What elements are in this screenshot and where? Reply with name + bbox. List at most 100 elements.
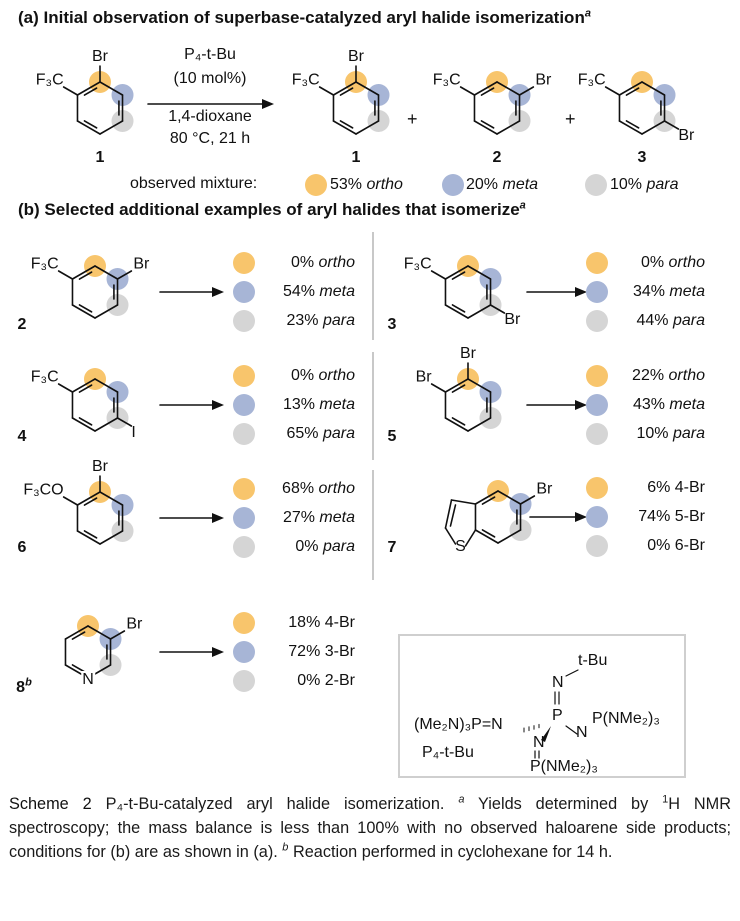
para-legend-dot	[233, 536, 255, 558]
para-legend-dot	[586, 423, 608, 445]
para-legend-dot	[233, 423, 255, 445]
substituent-label: F₃C	[291, 71, 320, 89]
ring-bond	[444, 304, 469, 319]
ring-bond	[94, 265, 119, 280]
footnote-mark: a	[519, 199, 526, 212]
ring-bond	[76, 530, 101, 545]
atom-p-center: P	[552, 707, 563, 724]
section-a-title: (a) Initial observation of superbase-cat…	[18, 8, 591, 28]
catalyst-name: P₄-t-Bu	[422, 744, 474, 761]
substituent-bond	[62, 86, 79, 96]
percent: 18%	[288, 614, 321, 631]
percent: 34%	[632, 283, 665, 300]
double-bond	[451, 271, 466, 280]
ring-bond	[94, 417, 119, 432]
caption-text: Yields determined by	[464, 795, 663, 813]
caption-label: Scheme 2	[9, 795, 92, 813]
ring-bond	[355, 81, 380, 96]
arrowhead	[212, 513, 224, 523]
ring-bond	[332, 81, 357, 96]
double-bond	[480, 120, 495, 129]
substituent-bond	[318, 86, 335, 96]
ortho-legend-dot	[586, 252, 608, 274]
ring-bond	[473, 81, 498, 96]
ring-bond	[64, 625, 89, 640]
double-bond	[83, 497, 98, 506]
substituent-bond	[519, 495, 536, 505]
compound-number: 4	[18, 428, 27, 446]
compound-number: 2	[18, 316, 27, 334]
para-legend-dot	[586, 310, 608, 332]
isomer: 4-Br	[324, 614, 355, 631]
arrowhead	[212, 647, 224, 657]
arrowhead	[262, 99, 274, 109]
isomer: meta	[502, 176, 539, 193]
isomer: ortho	[668, 254, 705, 271]
substituent-label: Br	[535, 71, 552, 89]
arrowhead	[575, 287, 587, 297]
plus-sign: +	[565, 109, 576, 129]
divider	[372, 352, 374, 460]
percent: 72%	[288, 643, 321, 660]
ring-bond	[467, 378, 492, 393]
meta-legend-dot	[586, 281, 608, 303]
ortho-legend-dot	[233, 612, 255, 634]
right-arm: P(NMe₂)₃	[592, 710, 660, 727]
ortho-legend-dot	[305, 174, 327, 196]
ring-bond	[444, 378, 469, 393]
ortho-legend-dot	[233, 478, 255, 500]
isomer: meta	[319, 396, 355, 413]
meta-legend-dot	[586, 394, 608, 416]
substituent-bond	[109, 630, 126, 640]
result-value: 0% para	[295, 538, 355, 556]
ortho-legend-dot	[586, 477, 608, 499]
ring-bond	[474, 490, 499, 505]
isomer: ortho	[318, 480, 355, 497]
ortho-legend-dot	[233, 252, 255, 274]
thiophene-bond	[444, 527, 457, 545]
result-value: 10% para	[636, 425, 705, 443]
ortho-legend-dot	[586, 365, 608, 387]
double-bond	[451, 384, 466, 393]
ring-bond	[94, 304, 119, 319]
double-bond	[78, 271, 93, 280]
section-a-title-text: (a) Initial observation of superbase-cat…	[18, 8, 585, 27]
substituent-bond	[459, 86, 476, 96]
thiophene-bond	[464, 529, 477, 547]
atom-n-top: N	[552, 674, 564, 691]
percent: 0%	[295, 538, 319, 555]
substituent-bond	[57, 270, 74, 280]
footnote-mark: a	[584, 7, 591, 20]
double-bond	[78, 304, 93, 313]
percent: 74%	[638, 508, 671, 525]
result-value: 0% 2-Br	[297, 672, 355, 690]
substituent-label: F₃C	[30, 368, 59, 386]
isomer: para	[322, 538, 355, 555]
percent: 23%	[286, 312, 319, 329]
ring-bond	[99, 81, 124, 96]
ring-bond	[467, 265, 492, 280]
percent: 22%	[632, 367, 665, 384]
result-value: 27% meta	[283, 509, 355, 527]
substituent-label: Br	[133, 255, 150, 273]
percent: 10%	[636, 425, 669, 442]
isomer: meta	[669, 283, 705, 300]
ring-bond	[76, 491, 101, 506]
result-value: 68% ortho	[282, 480, 355, 498]
ring-bond	[444, 417, 469, 432]
double-bond	[83, 120, 98, 129]
bromo-label: Br	[92, 48, 108, 65]
result-value: 0% 6-Br	[647, 537, 705, 555]
isomer: ortho	[318, 367, 355, 384]
result-value: 0% ortho	[291, 254, 355, 272]
ring-bond	[71, 304, 96, 319]
para-legend-dot	[233, 670, 255, 692]
percent: 0%	[640, 254, 665, 271]
substituent-label: Br	[415, 368, 432, 386]
isomer: 4-Br	[674, 479, 705, 496]
isomer: meta	[319, 509, 355, 526]
substituent-bond	[116, 417, 133, 427]
substituent-bond	[663, 120, 680, 130]
divider	[372, 232, 374, 340]
